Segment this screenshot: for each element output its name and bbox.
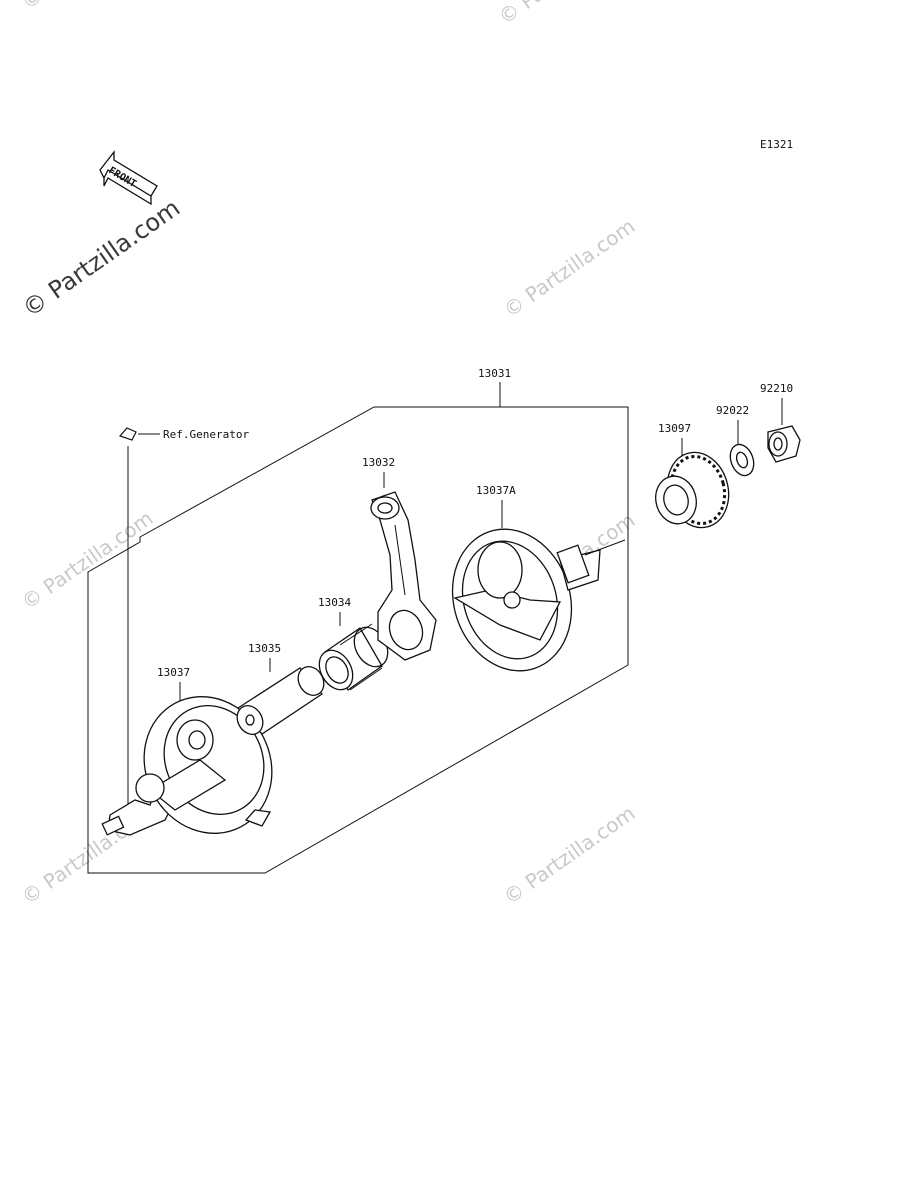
assembly-outline xyxy=(87,406,629,874)
part-label-13037[interactable]: 13037 xyxy=(157,666,190,679)
watermark-primary: © Partzilla.com xyxy=(17,194,185,323)
flywheel-left-part[interactable] xyxy=(101,674,295,856)
part-label-13032[interactable]: 13032 xyxy=(362,456,395,469)
part-label-13097[interactable]: 13097 xyxy=(658,422,691,435)
needle-bearing-part[interactable] xyxy=(313,621,395,695)
part-label-13031[interactable]: 13031 xyxy=(478,367,511,380)
front-arrow-icon: FRONT xyxy=(99,150,158,206)
watermark: © Partzilla.com xyxy=(499,801,639,909)
woodruff-key-icon xyxy=(118,427,137,441)
watermark: © Partzilla.com xyxy=(499,214,639,322)
nut-part[interactable] xyxy=(767,425,801,463)
watermark: © Partzilla.com xyxy=(17,0,157,14)
watermark: © Partzilla.com xyxy=(17,506,157,614)
watermark-group: © Partzilla.com © Partzilla.com © Partzi… xyxy=(17,0,639,909)
crank-pin-part[interactable] xyxy=(232,662,329,739)
flywheel-right-part[interactable] xyxy=(435,514,626,687)
connecting-rod-part[interactable] xyxy=(370,491,437,661)
gear-part[interactable] xyxy=(650,446,736,535)
part-label-13035[interactable]: 13035 xyxy=(248,642,281,655)
washer-part[interactable] xyxy=(726,441,758,479)
diagram-code: E1321 xyxy=(760,138,793,151)
part-label-13037A[interactable]: 13037A xyxy=(476,484,516,497)
ref-generator-label[interactable]: Ref.Generator xyxy=(163,428,249,441)
part-label-92022[interactable]: 92022 xyxy=(716,404,749,417)
part-label-92210[interactable]: 92210 xyxy=(760,382,793,395)
watermark: © Partzilla.com xyxy=(494,0,634,29)
part-label-13034[interactable]: 13034 xyxy=(318,596,351,609)
